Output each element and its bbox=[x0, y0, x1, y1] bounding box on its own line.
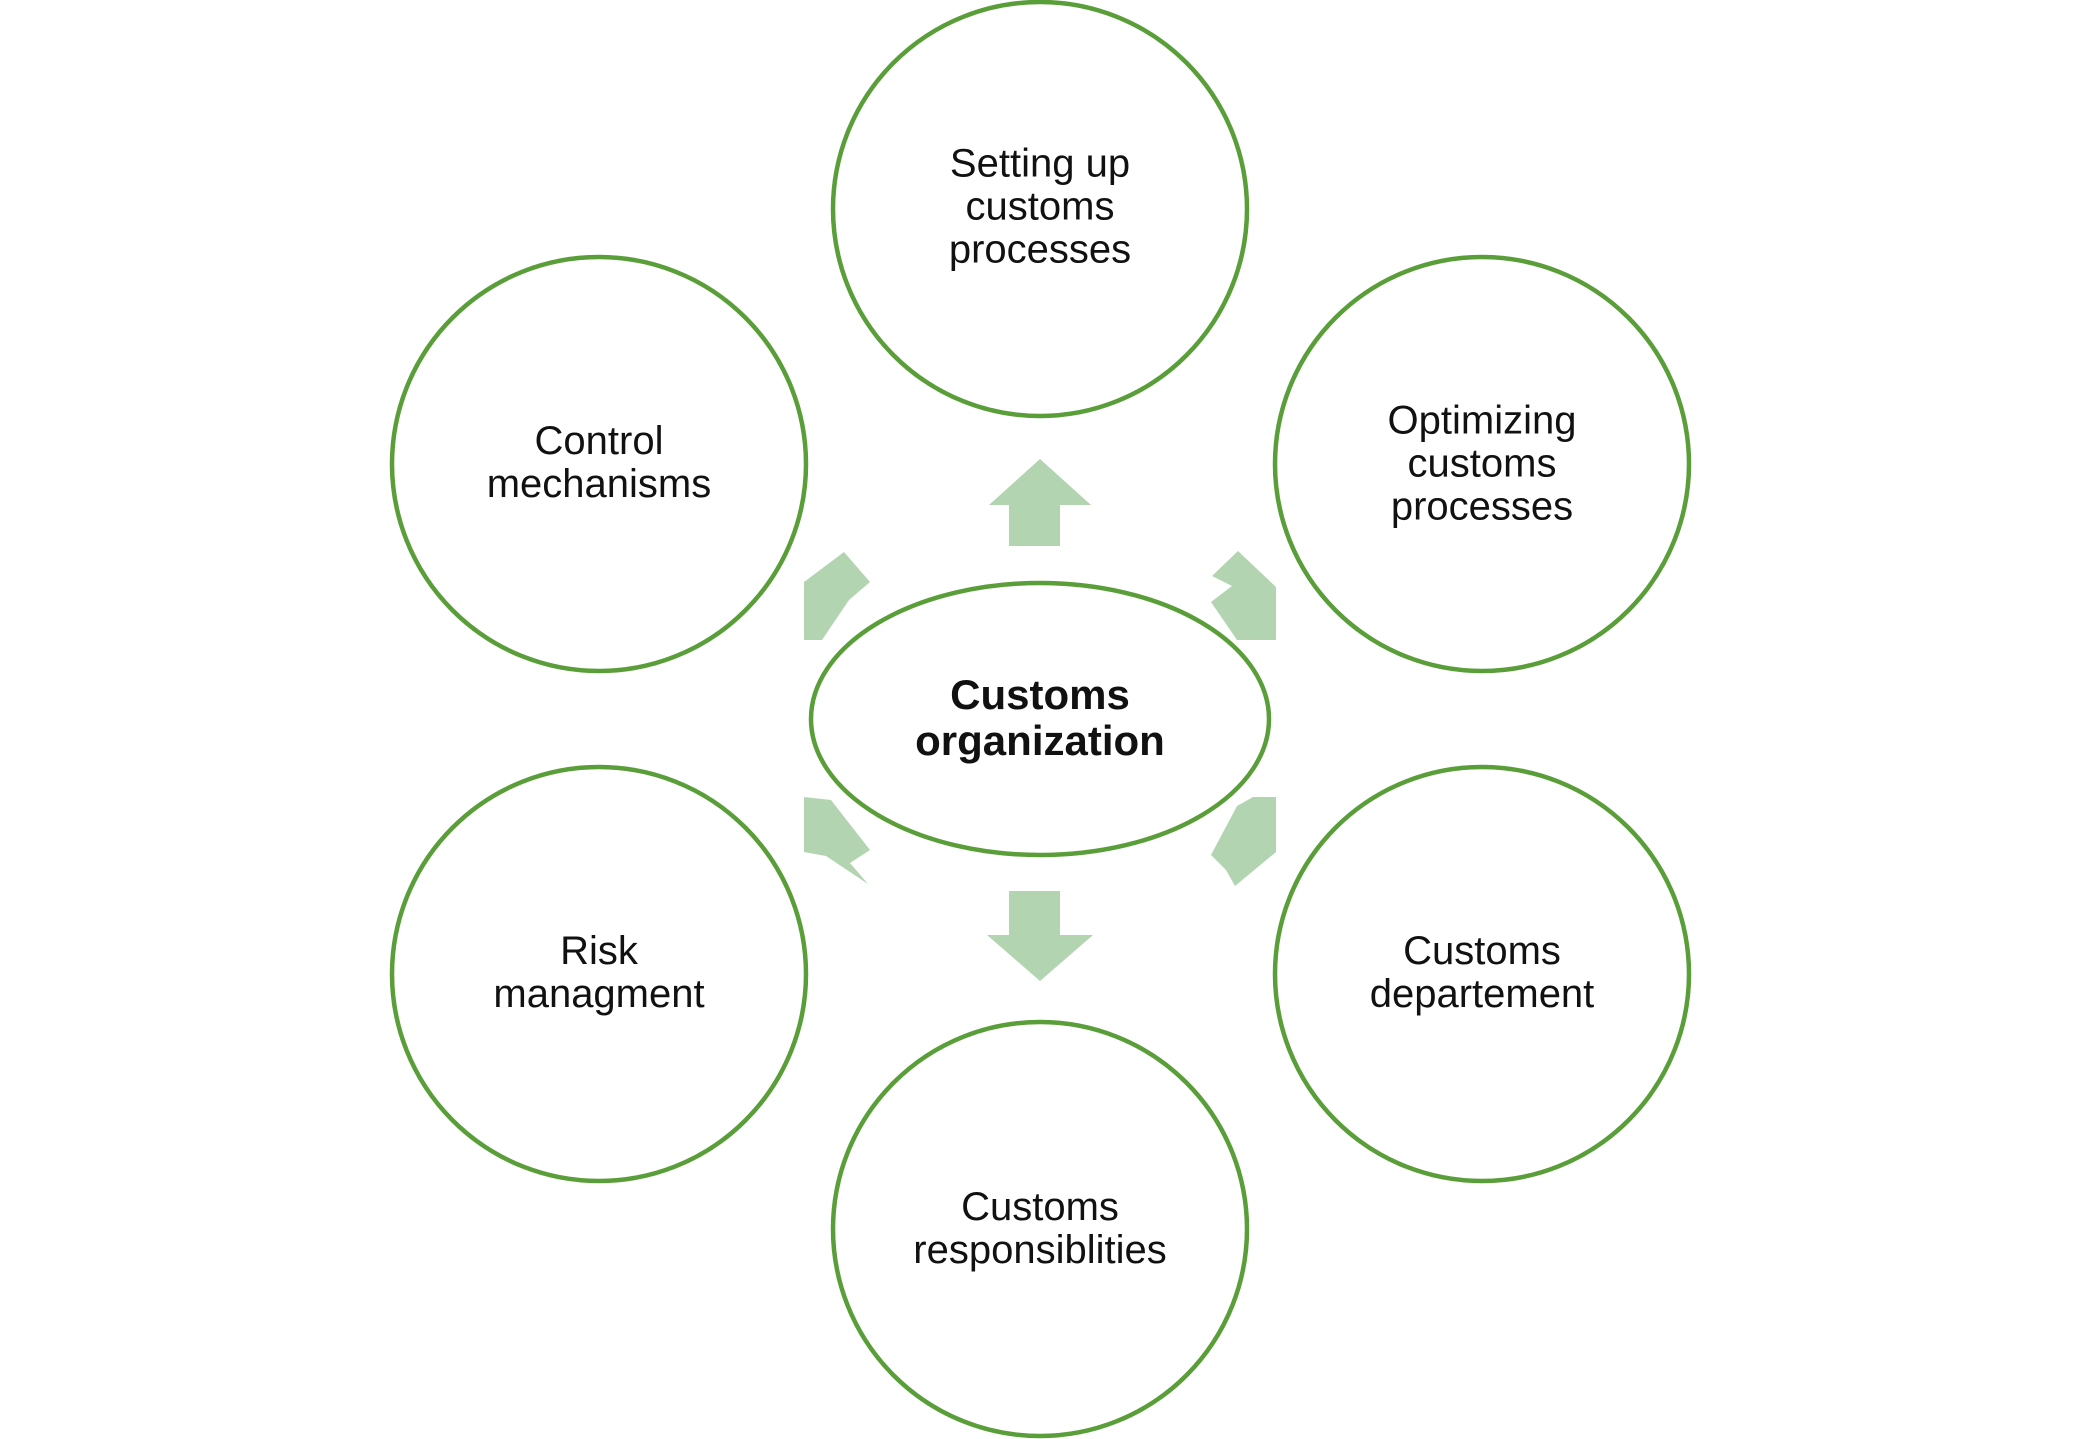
node-label-line: Optimizing bbox=[1387, 398, 1577, 443]
node-label-departement: Customs departement bbox=[1332, 930, 1632, 1016]
node-circle-top bbox=[830, 0, 1250, 419]
arrow-upper-left bbox=[804, 552, 870, 640]
node-label-line: Setting up bbox=[949, 141, 1131, 186]
arrow-lower-left bbox=[804, 797, 870, 884]
arrow-upper-right bbox=[1211, 551, 1276, 640]
node-label-line: departement bbox=[1369, 972, 1595, 1016]
node-circle-bottom bbox=[830, 1019, 1250, 1439]
node-label-line: Risk bbox=[560, 929, 638, 973]
node-label-line: responsiblities bbox=[913, 1228, 1167, 1272]
arrow-lower-right bbox=[1211, 797, 1276, 886]
node-label-setting-up: Setting up customs processes bbox=[890, 141, 1190, 272]
node-label-line: customs bbox=[1407, 441, 1557, 486]
node-label-line: processes bbox=[948, 227, 1132, 272]
node-label-responsibilities: Customs responsiblities bbox=[890, 1186, 1190, 1272]
node-label-line: managment bbox=[493, 972, 705, 1016]
center-label: Customs organization bbox=[860, 672, 1220, 764]
center-label-line-2: organization bbox=[915, 717, 1165, 764]
node-label-line: processes bbox=[1390, 484, 1574, 529]
arrow-up bbox=[989, 459, 1091, 546]
node-circle-upper-right bbox=[1272, 254, 1692, 674]
node-label-risk: Risk managment bbox=[449, 930, 749, 1016]
center-ellipse bbox=[808, 580, 1272, 858]
node-circle-lower-right bbox=[1272, 764, 1692, 1184]
node-label-control: Control mechanisms bbox=[449, 420, 749, 506]
node-label-line: Customs bbox=[1403, 929, 1561, 973]
node-label-line: Customs bbox=[961, 1185, 1119, 1229]
node-label-line: mechanisms bbox=[486, 462, 712, 506]
center-label-line-1: Customs bbox=[950, 671, 1130, 718]
node-circle-upper-left bbox=[389, 254, 809, 674]
node-label-line: customs bbox=[965, 184, 1115, 229]
node-circle-lower-left bbox=[389, 764, 809, 1184]
node-label-line: Control bbox=[534, 419, 664, 463]
arrow-down bbox=[987, 891, 1093, 981]
node-label-optimizing: Optimizing customs processes bbox=[1332, 398, 1632, 529]
